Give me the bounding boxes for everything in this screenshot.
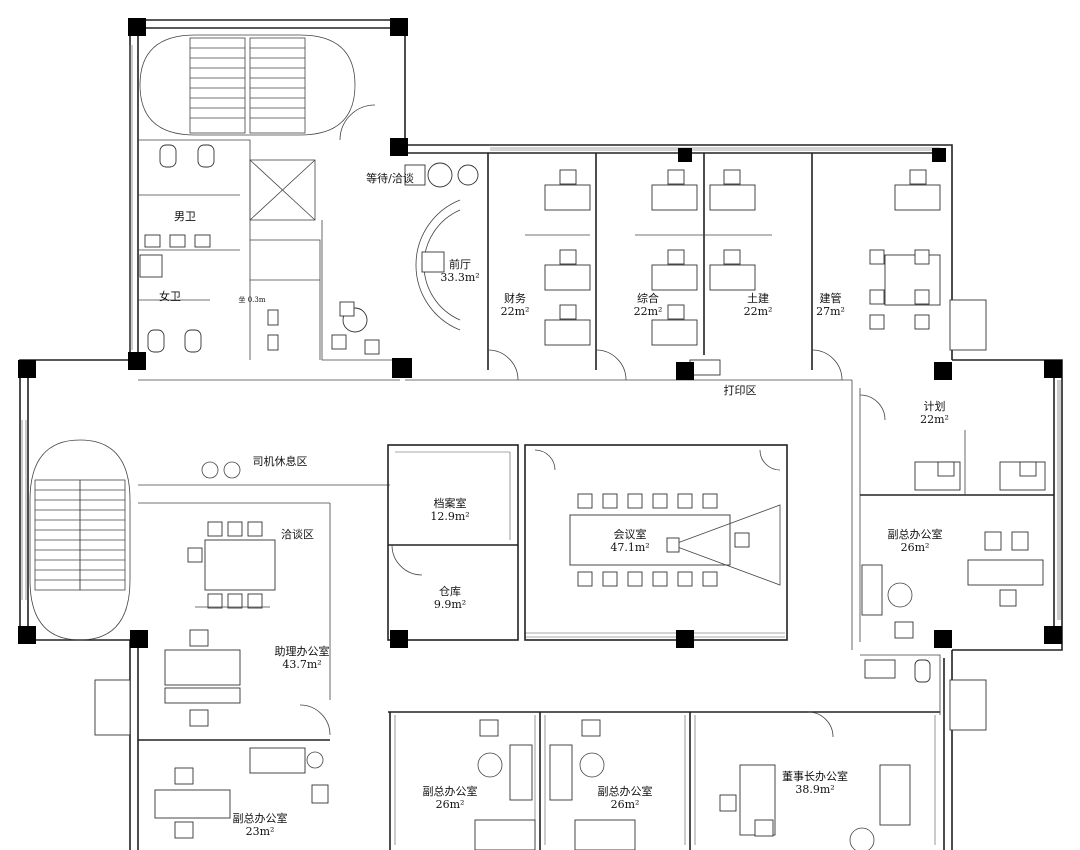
room-name: 女卫 — [159, 290, 181, 303]
column — [678, 148, 692, 162]
room-label-lobby: 前厅 33.3m² — [435, 258, 485, 284]
column — [934, 362, 952, 380]
room-name: 计划 — [923, 400, 946, 413]
room-name: 打印区 — [723, 384, 757, 397]
top-office-partitions — [487, 153, 843, 381]
room-label-vp-office-b2: 副总办公室 26m² — [590, 785, 660, 811]
room-area: 22m² — [920, 413, 949, 426]
room-area: 22m² — [500, 305, 530, 318]
column — [676, 630, 694, 648]
room-label-general: 综合 22m² — [628, 292, 668, 318]
window-hatching — [21, 45, 1061, 638]
room-name: 助理办公室 — [274, 645, 330, 658]
room-name: 副总办公室 — [422, 785, 478, 798]
room-name: 综合 — [637, 292, 659, 305]
room-area: 33.3m² — [440, 271, 480, 284]
small-annotation: 坐 0.3m — [238, 296, 266, 304]
room-name: 副总办公室 — [887, 528, 943, 541]
room-label-reception-wait: 等待/洽谈 — [355, 172, 425, 185]
column — [934, 630, 952, 648]
service-core — [138, 139, 321, 360]
room-area: 26m² — [900, 541, 930, 554]
room-area: 22m² — [633, 305, 663, 318]
room-area: 22m² — [743, 305, 773, 318]
room-name: 档案室 — [433, 497, 467, 510]
room-name: 仓库 — [439, 585, 461, 598]
room-area: 43.7m² — [282, 658, 322, 671]
column — [392, 358, 412, 378]
room-label-chairman-office: 董事长办公室 38.9m² — [770, 770, 860, 796]
room-area: 27m² — [816, 305, 845, 318]
room-name: 司机休息区 — [252, 455, 308, 468]
room-name: 等待/洽谈 — [366, 172, 414, 185]
room-area: 23m² — [245, 825, 275, 838]
column — [1044, 360, 1062, 378]
room-name: 董事长办公室 — [782, 770, 848, 783]
column — [390, 18, 408, 36]
column — [390, 138, 408, 156]
center-rooms — [387, 444, 788, 641]
room-label-negotiation: 洽谈区 — [275, 528, 320, 541]
room-label-archive: 档案室 12.9m² — [425, 497, 475, 523]
room-name: 会议室 — [613, 528, 647, 541]
left-wing-furniture — [94, 461, 390, 736]
column — [128, 18, 146, 36]
room-label-driver-rest: 司机休息区 — [245, 455, 315, 468]
room-name: 土建 — [747, 292, 769, 305]
right-wing-furniture — [859, 394, 1054, 639]
top-stair — [139, 34, 376, 141]
room-label-print: 打印区 — [715, 384, 765, 397]
room-label-men-wc: 男卫 — [165, 210, 205, 223]
room-area: 47.1m² — [610, 541, 650, 554]
room-name: 副总办公室 — [232, 812, 288, 825]
room-label-vp-office-bl: 副总办公室 23m² — [225, 812, 295, 838]
room-label-storage: 仓库 9.9m² — [425, 585, 475, 611]
bottom-offices — [138, 299, 987, 850]
column — [128, 352, 146, 370]
room-label-construction: 建管 27m² — [808, 292, 853, 318]
room-name: 男卫 — [174, 210, 196, 223]
room-name: 建管 — [819, 292, 842, 305]
column — [18, 626, 36, 644]
room-label-vp-office-right: 副总办公室 26m² — [880, 528, 950, 554]
room-name: 财务 — [504, 292, 526, 305]
column — [130, 630, 148, 648]
reception-furniture — [321, 162, 479, 361]
room-label-planning: 计划 22m² — [912, 400, 957, 426]
top-office-desks — [544, 169, 941, 376]
room-area: 26m² — [435, 798, 465, 811]
column — [676, 362, 694, 380]
column — [932, 148, 946, 162]
room-area: 26m² — [610, 798, 640, 811]
room-area: 38.9m² — [795, 783, 835, 796]
room-label-vp-office-b1: 副总办公室 26m² — [415, 785, 485, 811]
room-label-meeting: 会议室 47.1m² — [600, 528, 660, 554]
column — [18, 360, 36, 378]
room-name: 洽谈区 — [281, 528, 314, 541]
room-area: 12.9m² — [430, 510, 470, 523]
outer-walls — [19, 19, 1063, 850]
room-label-finance: 财务 22m² — [495, 292, 535, 318]
room-name: 前厅 — [449, 258, 471, 271]
column — [390, 630, 408, 648]
room-label-civil: 土建 22m² — [738, 292, 778, 318]
column — [1044, 626, 1062, 644]
room-area: 9.9m² — [433, 598, 467, 611]
room-label-women-wc: 女卫 — [150, 290, 190, 303]
room-name: 副总办公室 — [597, 785, 653, 798]
room-label-assistant-office: 助理办公室 43.7m² — [262, 645, 342, 671]
left-stair — [29, 439, 131, 641]
